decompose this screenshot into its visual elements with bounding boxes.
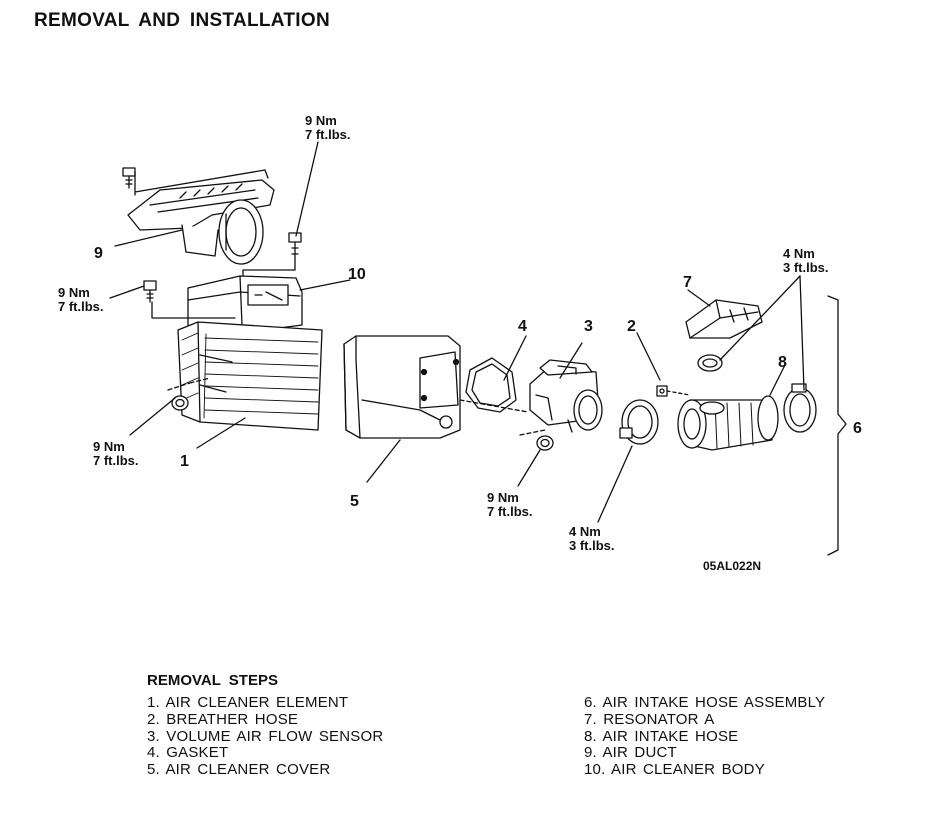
bolt-icon [288, 232, 302, 263]
callout-5: 5 [350, 493, 359, 510]
list-item: 10. AIR CLEANER BODY [584, 761, 765, 779]
volume-air-flow-sensor-part-3 [529, 359, 603, 433]
bolt-icon [143, 280, 157, 303]
torque-nm: 4 Nm [569, 524, 601, 539]
nut-icon [171, 395, 189, 411]
torque-ftlbs: 3 ft.lbs. [783, 260, 829, 275]
list-item: 4. GASKET [147, 744, 229, 762]
air-duct-part-9 [127, 179, 275, 265]
callout-10: 10 [348, 266, 366, 283]
list-item: 3. VOLUME AIR FLOW SENSOR [147, 727, 384, 745]
exploded-diagram: 9 10 1 5 4 3 2 7 8 6 9 Nm 7 ft.lbs. 9 Nm… [58, 113, 862, 573]
air-cleaner-element-part-1 [177, 321, 323, 431]
torque-ftlbs: 7 ft.lbs. [58, 299, 104, 314]
gasket-part-4 [465, 357, 517, 413]
callout-7: 7 [683, 274, 692, 291]
clamp-icon [697, 354, 723, 372]
removal-steps-list-right: 6. AIR INTAKE HOSE ASSEMBLY 7. RESONATOR… [584, 694, 826, 779]
hose-clamp-icon [783, 383, 817, 433]
callout-3: 3 [584, 318, 593, 335]
figure-code: 05AL022N [703, 559, 761, 573]
callout-2: 2 [627, 318, 636, 335]
page-title: REMOVAL AND INSTALLATION [34, 10, 330, 31]
list-item: 9. AIR DUCT [584, 744, 677, 762]
callout-4: 4 [518, 318, 527, 335]
torque-nm: 9 Nm [487, 490, 519, 505]
list-item: 7. RESONATOR A [584, 710, 715, 728]
callout-6: 6 [853, 420, 862, 437]
removal-steps-list-left: 1. AIR CLEANER ELEMENT 2. BREATHER HOSE … [147, 694, 384, 779]
list-item: 8. AIR INTAKE HOSE [584, 727, 739, 745]
list-item: 2. BREATHER HOSE [147, 710, 299, 728]
removal-steps-title: REMOVAL STEPS [147, 672, 278, 689]
torque-nm: 9 Nm [305, 113, 337, 128]
torque-ftlbs: 7 ft.lbs. [487, 504, 533, 519]
list-item: 1. AIR CLEANER ELEMENT [147, 694, 349, 711]
list-item: 6. AIR INTAKE HOSE ASSEMBLY [584, 694, 826, 711]
torque-ftlbs: 3 ft.lbs. [569, 538, 615, 553]
callout-9: 9 [94, 245, 103, 262]
torque-nm: 9 Nm [93, 439, 125, 454]
resonator-a-part-7 [685, 299, 763, 339]
air-intake-hose-part-8 [677, 395, 779, 451]
bolt-icon [122, 167, 136, 189]
list-item: 5. AIR CLEANER COVER [147, 761, 331, 779]
torque-ftlbs: 7 ft.lbs. [93, 453, 139, 468]
callout-8: 8 [778, 354, 787, 371]
air-cleaner-cover-part-5 [343, 335, 461, 439]
torque-nm: 4 Nm [783, 246, 815, 261]
breather-hose-part-2 [656, 385, 668, 397]
torque-nm: 9 Nm [58, 285, 90, 300]
nut-icon [536, 435, 554, 451]
hose-clamp-icon [619, 399, 659, 445]
torque-ftlbs: 7 ft.lbs. [305, 127, 351, 142]
callout-1: 1 [180, 453, 189, 470]
